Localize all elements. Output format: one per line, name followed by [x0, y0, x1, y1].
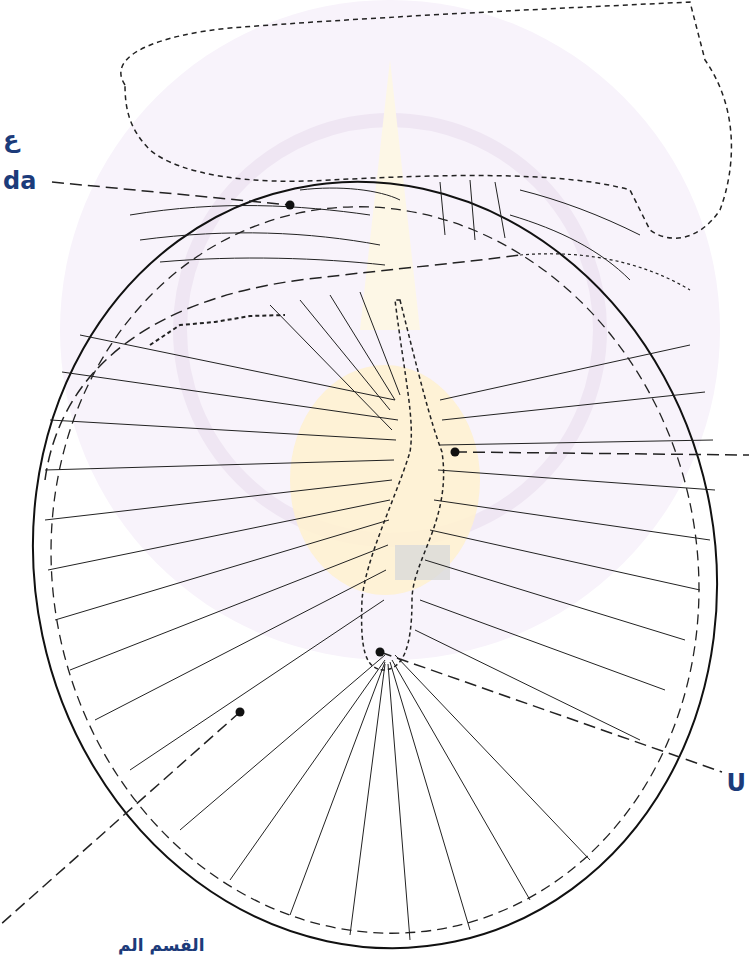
leader-dot: [451, 448, 460, 457]
fold-edge: [150, 315, 285, 345]
leader-line: [52, 182, 290, 205]
part-label: U: [727, 770, 747, 798]
leader-line: [380, 652, 722, 772]
leader-line: [0, 712, 240, 925]
shading: [290, 365, 480, 595]
flaccida-outline: [121, 2, 732, 238]
part-label: da: [3, 168, 36, 196]
leader-dot: [286, 201, 295, 210]
shading: [395, 545, 450, 580]
fibres: [130, 180, 640, 280]
radial-fibres: [45, 292, 715, 940]
part-label: القسم الم: [118, 936, 205, 956]
leader-dot: [236, 708, 245, 717]
leader-line: [455, 452, 749, 455]
watermark: [60, 0, 720, 660]
tensa-outline: [0, 146, 749, 966]
malleus-handle: [362, 300, 444, 670]
watermark: [360, 60, 420, 330]
leader-dot: [376, 648, 385, 657]
malleolar-fold: [45, 255, 520, 480]
part-label: ع: [3, 126, 19, 154]
annulus-outline: [0, 118, 749, 966]
